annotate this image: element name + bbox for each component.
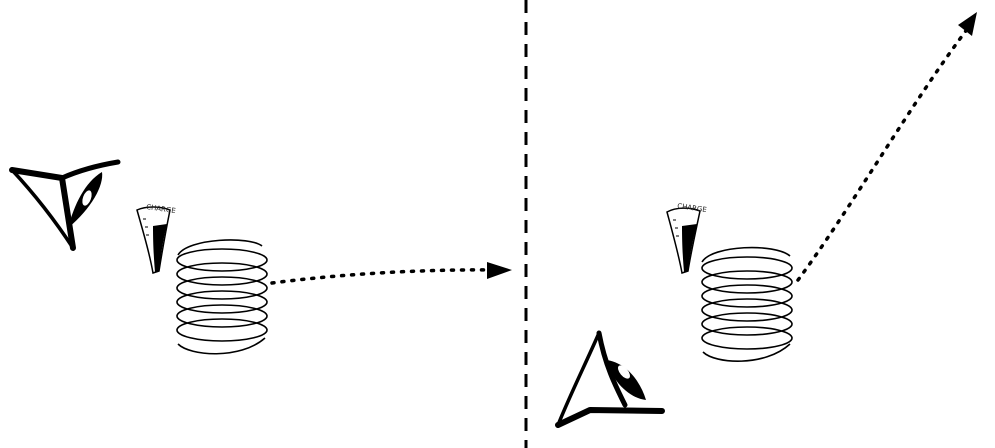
spring-coil xyxy=(701,246,793,362)
trajectory-arrow xyxy=(270,265,507,285)
right-panel: CHARGE xyxy=(555,12,977,428)
spring-coil xyxy=(176,239,268,355)
eye-icon xyxy=(9,159,121,251)
charge-gauge: CHARGE xyxy=(666,202,707,274)
charge-gauge: CHARGE xyxy=(136,203,176,274)
trajectory-arrow xyxy=(796,26,970,282)
left-panel: CHARGE xyxy=(9,159,512,355)
eye-icon xyxy=(555,330,665,428)
